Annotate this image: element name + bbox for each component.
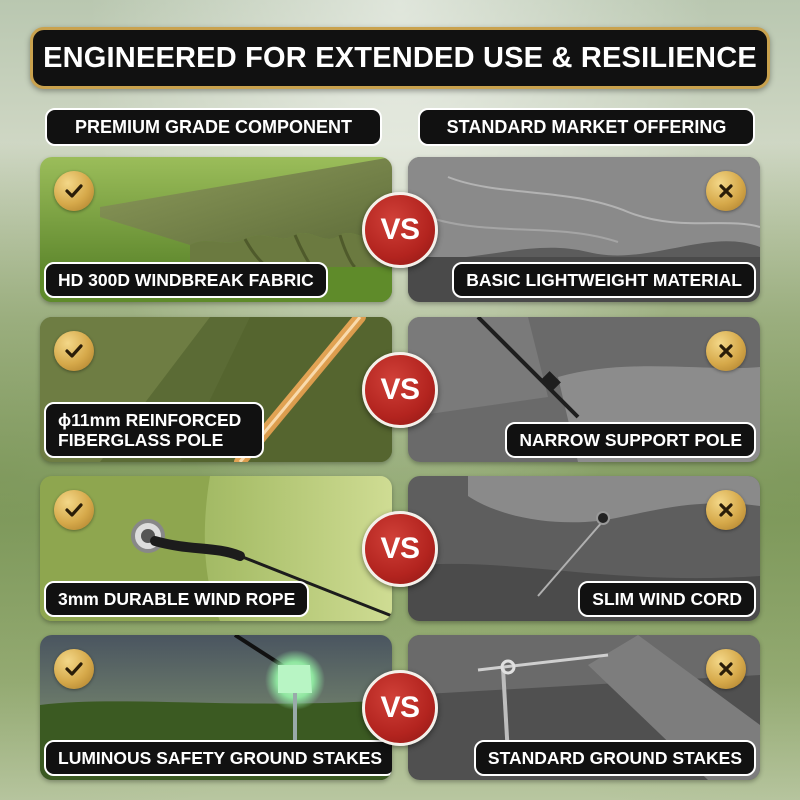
standard-feature-label: STANDARD GROUND STAKES <box>473 739 756 776</box>
page-title: ENGINEERED FOR EXTENDED USE & RESILIENCE <box>43 41 757 74</box>
standard-feature-label: BASIC LIGHTWEIGHT MATERIAL <box>452 261 756 298</box>
standard-feature-label: SLIM WIND CORD <box>578 580 756 617</box>
check-icon <box>54 171 94 211</box>
standard-pole-tile: NARROW SUPPORT POLE <box>408 317 760 462</box>
check-icon <box>54 649 94 689</box>
premium-feature-label: ϕ11mm REINFORCED FIBERGLASS POLE <box>44 401 264 458</box>
premium-stake-tile: LUMINOUS SAFETY GROUND STAKES <box>40 635 392 780</box>
standard-fabric-tile: BASIC LIGHTWEIGHT MATERIAL <box>408 157 760 302</box>
premium-feature-label: 3mm DURABLE WIND ROPE <box>44 580 310 617</box>
premium-feature-label: LUMINOUS SAFETY GROUND STAKES <box>44 739 392 776</box>
standard-feature-label: NARROW SUPPORT POLE <box>505 421 756 458</box>
cross-icon <box>706 490 746 530</box>
cross-icon <box>706 331 746 371</box>
title-banner: ENGINEERED FOR EXTENDED USE & RESILIENCE <box>30 27 770 89</box>
standard-column-header: STANDARD MARKET OFFERING <box>418 108 755 146</box>
vs-badge: VS <box>362 352 438 428</box>
cross-icon <box>706 649 746 689</box>
standard-rope-tile: SLIM WIND CORD <box>408 476 760 621</box>
vs-badge: VS <box>362 670 438 746</box>
vs-badge: VS <box>362 511 438 587</box>
premium-rope-tile: 3mm DURABLE WIND ROPE <box>40 476 392 621</box>
premium-pole-tile: ϕ11mm REINFORCED FIBERGLASS POLE <box>40 317 392 462</box>
premium-feature-label: HD 300D WINDBREAK FABRIC <box>44 261 328 298</box>
vs-badge: VS <box>362 192 438 268</box>
premium-fabric-tile: HD 300D WINDBREAK FABRIC <box>40 157 392 302</box>
check-icon <box>54 490 94 530</box>
premium-column-header: PREMIUM GRADE COMPONENT <box>45 108 382 146</box>
cross-icon <box>706 171 746 211</box>
check-icon <box>54 331 94 371</box>
standard-stake-tile: STANDARD GROUND STAKES <box>408 635 760 780</box>
